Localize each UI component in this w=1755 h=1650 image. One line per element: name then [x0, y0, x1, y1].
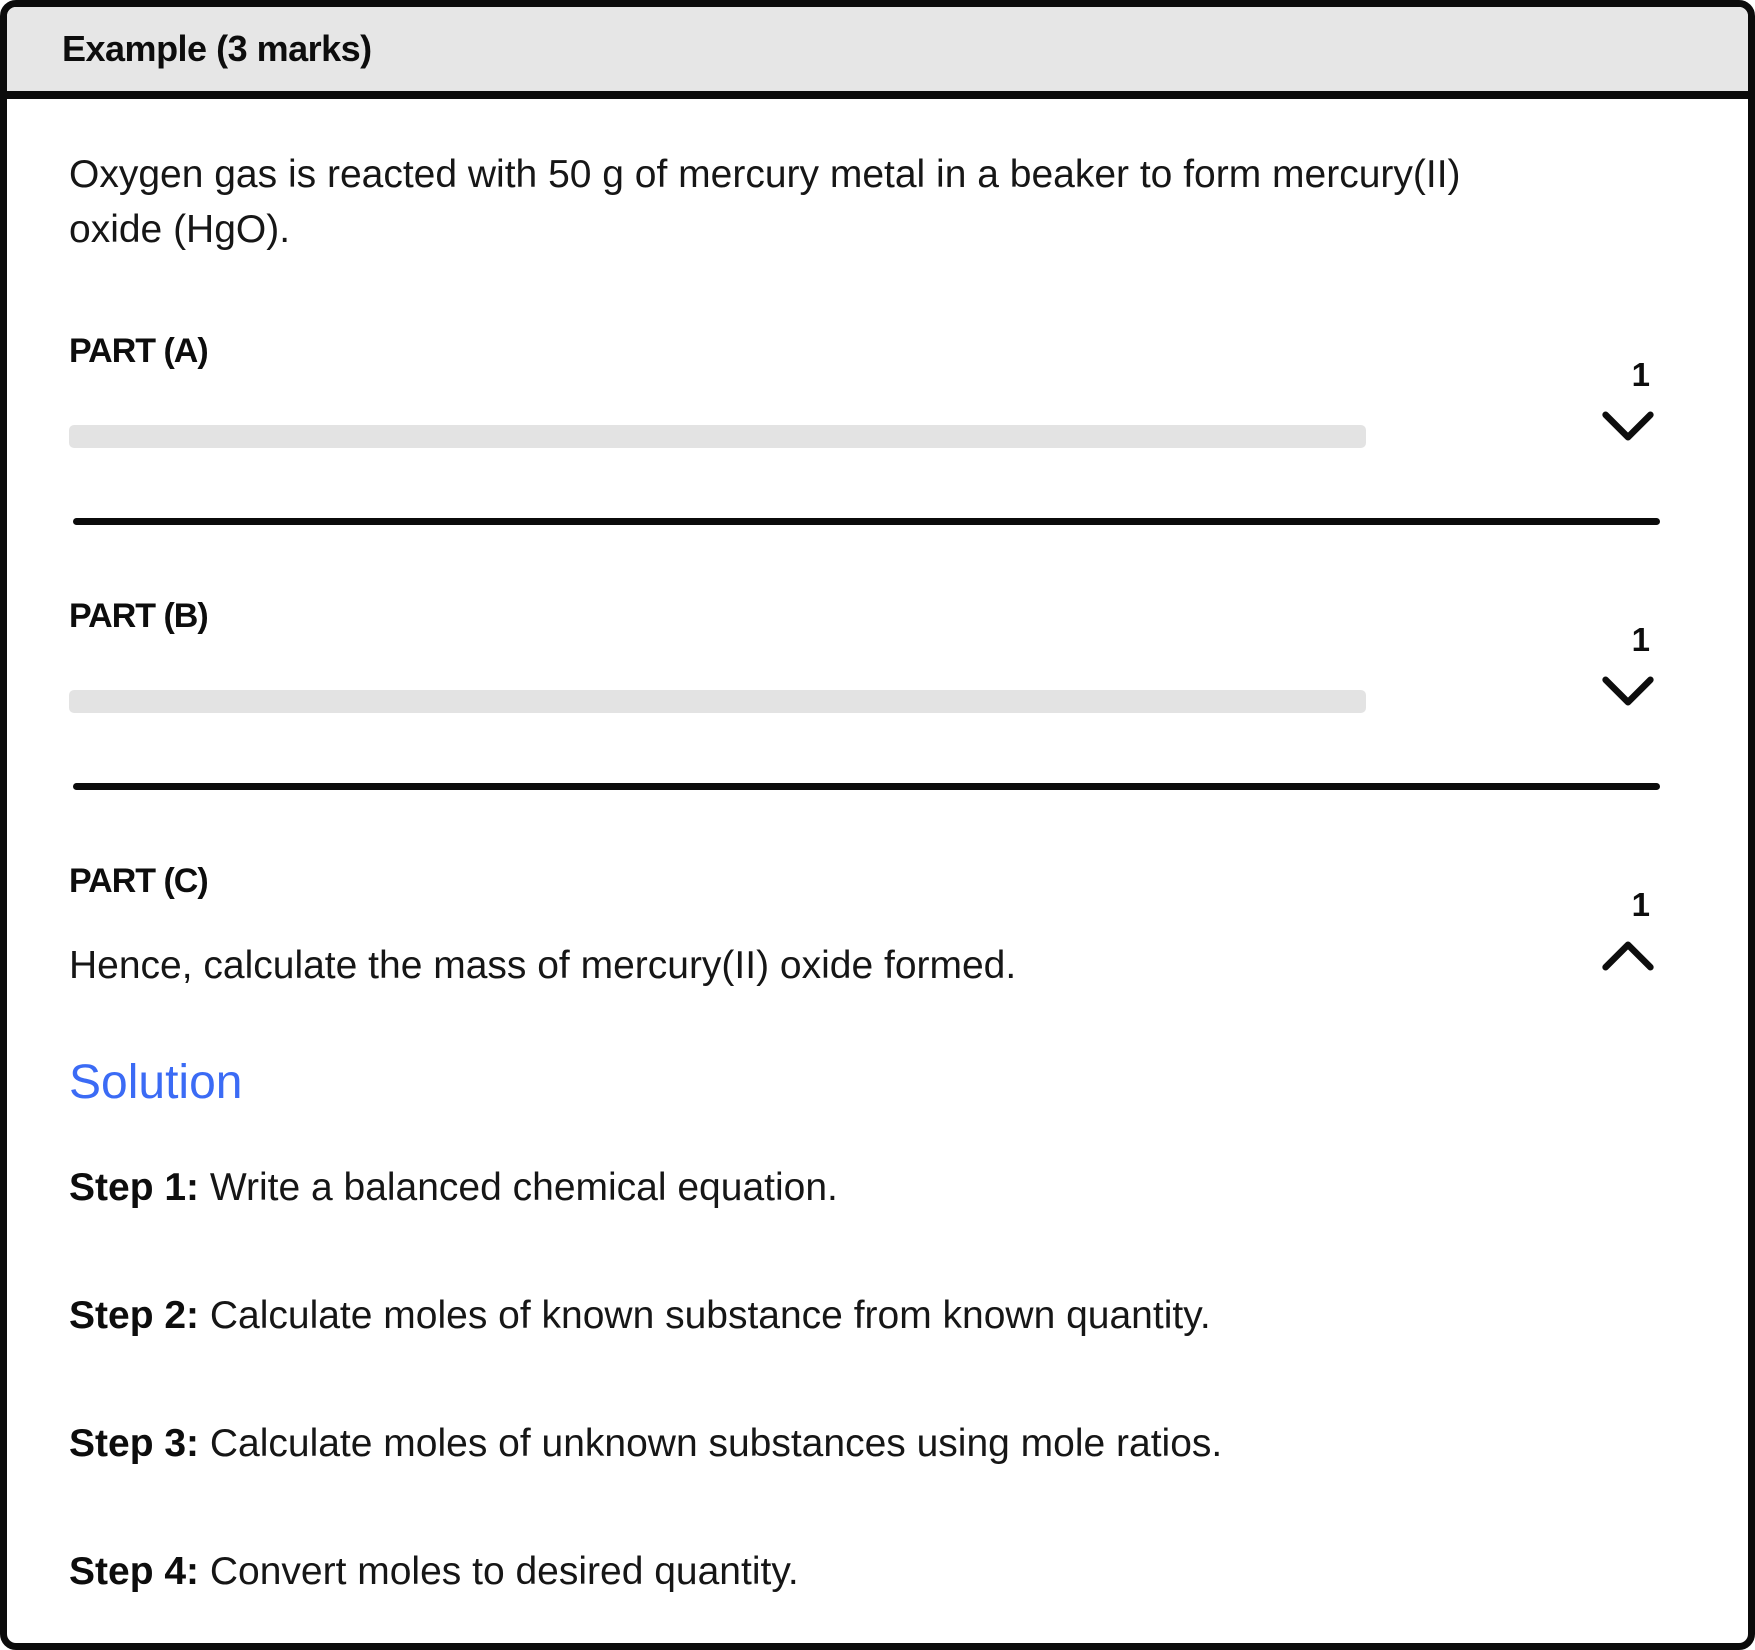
- part-c-label: PART (C): [69, 861, 209, 900]
- part-b-label: PART (B): [69, 596, 209, 635]
- step-3-text: Calculate moles of unknown substances us…: [199, 1422, 1223, 1466]
- step-4-text: Convert moles to desired quantity.: [199, 1549, 799, 1593]
- solution-step: Step 3: Calculate moles of unknown subst…: [69, 1422, 1656, 1467]
- part-c-marks: 1: [1631, 885, 1650, 923]
- part-a-hidden-question-placeholder: [69, 424, 1366, 448]
- solution-heading: Solution: [69, 1056, 243, 1110]
- solution-step: Step 2: Calculate moles of known substan…: [69, 1294, 1656, 1339]
- step-1-text: Write a balanced chemical equation.: [199, 1166, 838, 1210]
- part-c-question: Hence, calculate the mass of mercury(II)…: [69, 943, 1017, 987]
- part-a-controls: 1: [1586, 356, 1656, 444]
- part-a-accordion[interactable]: PART (A) 1: [69, 332, 1656, 448]
- solution-steps: Step 1: Write a balanced chemical equati…: [69, 1166, 1656, 1594]
- section-divider: [73, 782, 1660, 790]
- step-1-label: Step 1:: [69, 1166, 200, 1210]
- example-card-body: Oxygen gas is reacted with 50 g of mercu…: [7, 99, 1748, 1635]
- step-3-label: Step 3:: [69, 1422, 200, 1466]
- chevron-up-icon[interactable]: [1600, 938, 1656, 974]
- part-c-accordion[interactable]: PART (C) Hence, calculate the mass of me…: [69, 862, 1656, 992]
- part-c-controls: 1: [1586, 886, 1656, 974]
- question-stem: Oxygen gas is reacted with 50 g of mercu…: [69, 153, 1461, 252]
- part-a-label: PART (A): [69, 331, 209, 370]
- example-card-header: Example (3 marks): [7, 7, 1748, 99]
- part-c-content: PART (C) Hence, calculate the mass of me…: [69, 862, 1586, 992]
- part-a-marks: 1: [1631, 355, 1650, 393]
- part-b-controls: 1: [1586, 621, 1656, 709]
- step-4-label: Step 4:: [69, 1549, 200, 1593]
- section-divider: [73, 517, 1660, 525]
- chevron-down-icon[interactable]: [1600, 673, 1656, 709]
- solution-step: Step 1: Write a balanced chemical equati…: [69, 1166, 1656, 1211]
- step-2-label: Step 2:: [69, 1294, 200, 1338]
- chevron-down-icon[interactable]: [1600, 408, 1656, 444]
- part-b-accordion[interactable]: PART (B) 1: [69, 597, 1656, 713]
- example-title: Example (3 marks): [62, 28, 372, 69]
- part-b-content: PART (B): [69, 597, 1586, 713]
- part-a-content: PART (A): [69, 332, 1586, 448]
- solution-step: Step 4: Convert moles to desired quantit…: [69, 1550, 1656, 1595]
- part-b-hidden-question-placeholder: [69, 689, 1366, 713]
- part-b-marks: 1: [1631, 620, 1650, 658]
- step-2-text: Calculate moles of known substance from …: [199, 1294, 1211, 1338]
